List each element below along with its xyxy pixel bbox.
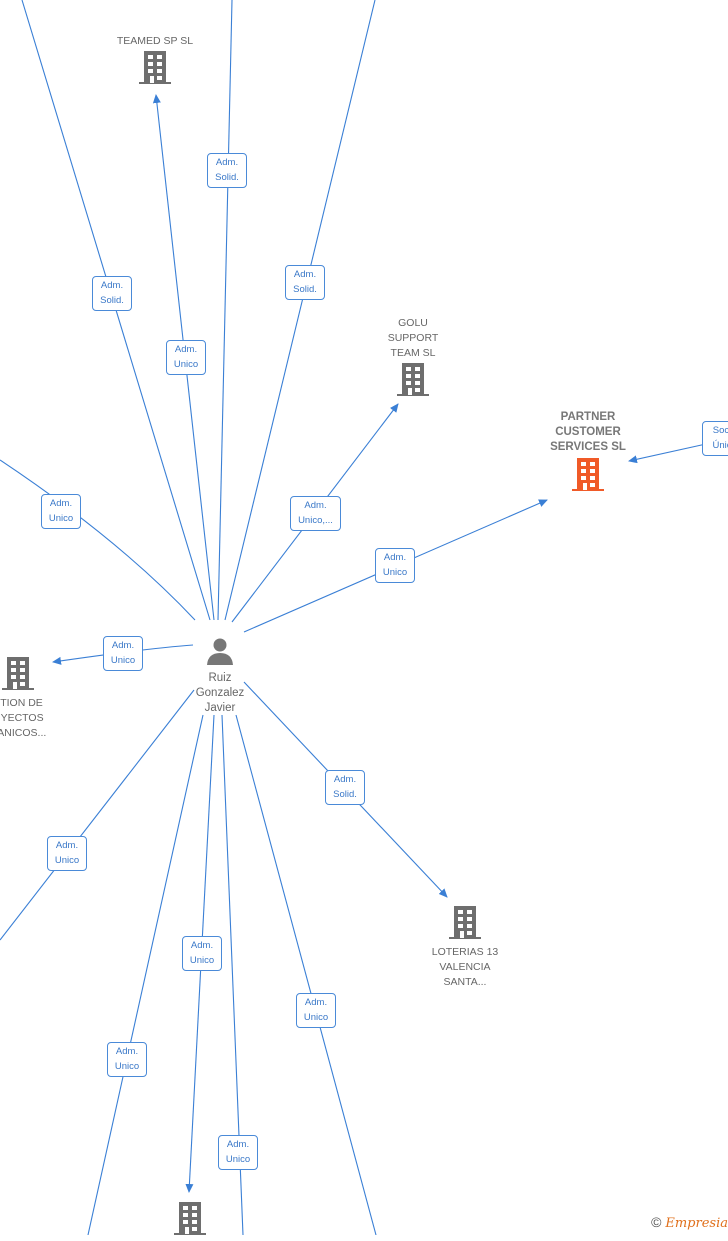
company-name: OYECTOS [0, 712, 44, 724]
person-name-line: Ruiz [208, 672, 232, 684]
relation-type: Solid. [333, 789, 357, 800]
company-name: TEAM SL [390, 347, 436, 359]
relation-label[interactable]: Adm. Unico [166, 340, 206, 375]
person-name-line: Javier [204, 702, 236, 714]
relation-role: Adm. [111, 640, 135, 651]
relation-type: Unico [189, 955, 215, 966]
relation-label[interactable]: Adm. Unico [41, 494, 81, 529]
relation-type: Solid. [215, 172, 239, 183]
relation-role: Adm. [100, 280, 124, 291]
relation-label[interactable]: Adm. Unico [47, 836, 87, 871]
relation-type: Solid. [293, 284, 317, 295]
building-icon [2, 657, 34, 690]
relation-role: Adm. [55, 840, 79, 851]
relation-type: Unico,... [298, 515, 333, 526]
relation-role: Adm. [190, 940, 214, 951]
relation-type: Únic [712, 440, 728, 451]
relation-role: Soci [712, 425, 728, 436]
relation-label[interactable]: Adm. Unico,... [290, 496, 341, 531]
company-node-gestion-de-proyectos[interactable]: STION DE OYECTOS CANICOS... [0, 655, 56, 741]
relation-label[interactable]: Adm. Unico [182, 936, 222, 971]
person-icon [207, 638, 233, 665]
relation-label[interactable]: Adm. Solid. [92, 276, 132, 311]
company-name: VALENCIA [439, 961, 491, 973]
company-name: SERVICES SL [550, 441, 626, 453]
company-name: CANICOS... [0, 727, 47, 739]
brand-logo: Empresia [665, 1216, 728, 1231]
company-name: SANTA... [443, 976, 487, 988]
relation-type: Unico [114, 1061, 140, 1072]
relation-label[interactable]: Adm. Unico [103, 636, 143, 671]
building-icon [174, 1202, 206, 1235]
relation-type: Solid. [100, 295, 124, 306]
person-node-ruiz-gonzalez-javier[interactable]: Ruiz Gonzalez Javier [188, 636, 252, 716]
relation-role: Adm. [304, 500, 327, 511]
relation-role: Adm. [226, 1139, 250, 1150]
company-node-bottom[interactable] [172, 1200, 208, 1241]
relation-type: Unico [173, 359, 199, 370]
relation-role: Adm. [333, 774, 357, 785]
company-node-teamed-sp-sl[interactable]: TEAMED SP SL [100, 34, 210, 90]
relation-type: Unico [303, 1012, 329, 1023]
relation-label[interactable]: Adm. Unico [375, 548, 415, 583]
relation-label[interactable]: SociÚnic [702, 421, 728, 456]
footer-brand: © Empresia [651, 1214, 728, 1231]
relation-role: Adm. [49, 498, 73, 509]
relation-label[interactable]: Adm. Unico [218, 1135, 258, 1170]
relation-type: Unico [54, 855, 80, 866]
building-icon-highlighted [572, 458, 604, 491]
company-name: STION DE [0, 697, 43, 709]
company-name: CUSTOMER [555, 426, 621, 438]
relation-role: Adm. [293, 269, 317, 280]
company-name: TEAMED SP SL [116, 35, 194, 47]
relation-type: Unico [110, 655, 136, 666]
relation-label[interactable]: Adm. Solid. [325, 770, 365, 805]
company-name: GOLU [398, 317, 428, 329]
relation-role: Adm. [215, 157, 239, 168]
company-name: SUPPORT [387, 332, 439, 344]
relation-label[interactable]: Adm. Unico [107, 1042, 147, 1077]
company-name: LOTERIAS 13 [431, 946, 499, 958]
relation-role: Adm. [115, 1046, 139, 1057]
company-node-loterias-13-valencia[interactable]: LOTERIAS 13 VALENCIA SANTA... [422, 904, 508, 990]
relation-role: Adm. [304, 997, 328, 1008]
relation-type: Unico [225, 1154, 251, 1165]
relation-label[interactable]: Adm. Solid. [285, 265, 325, 300]
building-icon [139, 51, 171, 84]
relation-role: Adm. [383, 552, 407, 563]
building-icon [397, 363, 429, 396]
copyright-symbol: © [651, 1214, 662, 1230]
relation-role: Adm. [174, 344, 198, 355]
relation-type: Unico [382, 567, 408, 578]
company-name: PARTNER [560, 411, 616, 423]
company-node-golu-support-team-sl[interactable]: GOLU SUPPORT TEAM SL [370, 316, 456, 402]
company-node-partner-customer-services-sl[interactable]: PARTNER CUSTOMER SERVICES SL [535, 410, 641, 498]
relation-type: Unico [48, 513, 74, 524]
relation-label[interactable]: Adm. Solid. [207, 153, 247, 188]
relation-label[interactable]: Adm. Unico [296, 993, 336, 1028]
person-name-line: Gonzalez [195, 687, 245, 699]
building-icon [449, 906, 481, 939]
